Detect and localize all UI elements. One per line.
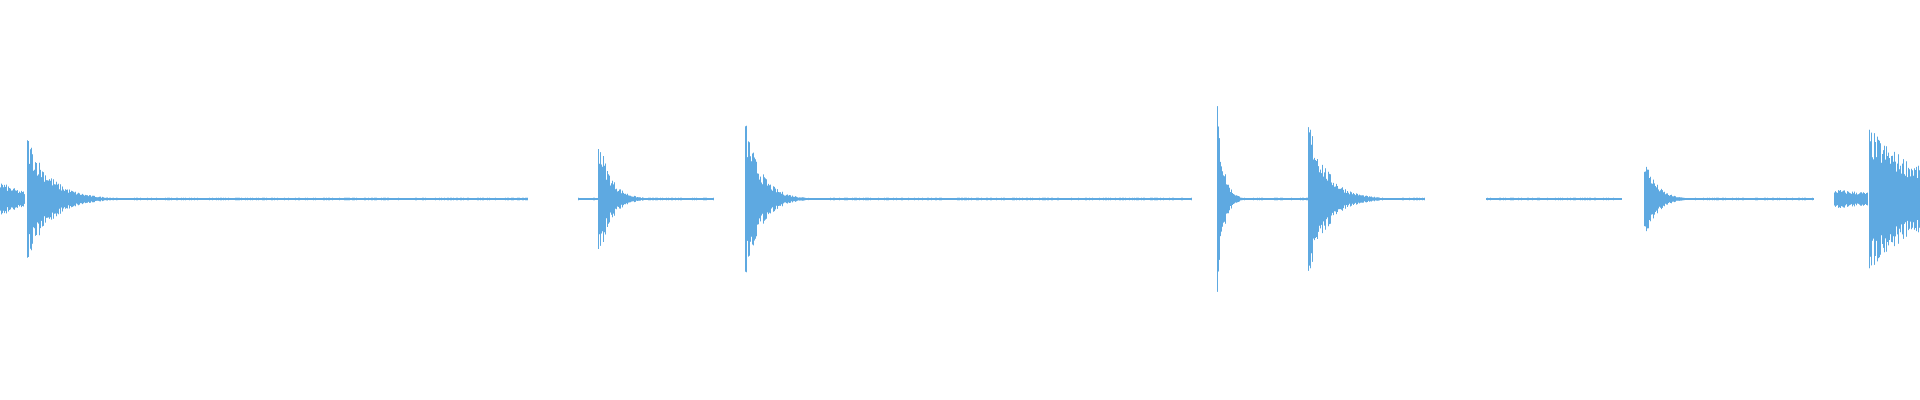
waveform-bars (0, 106, 1920, 292)
waveform-path (0, 106, 1920, 292)
